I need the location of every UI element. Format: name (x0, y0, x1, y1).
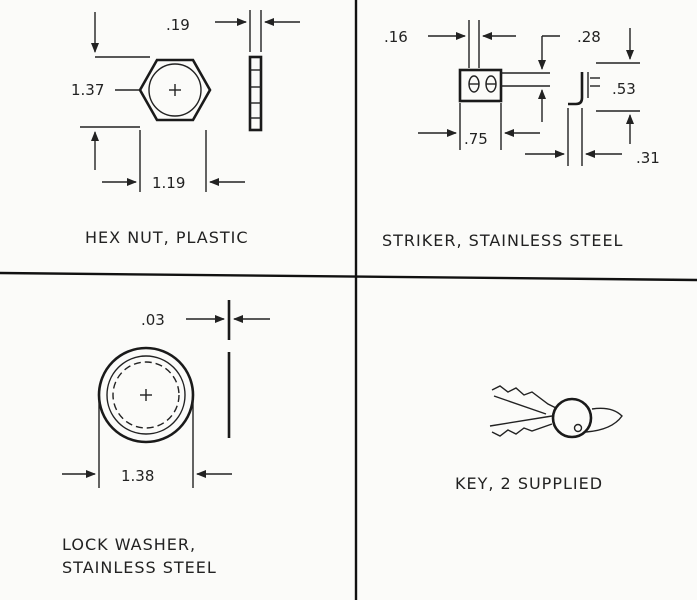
lock-washer-caption-line2: STAINLESS STEEL (62, 558, 217, 577)
striker-plate-view (458, 68, 550, 103)
lock-washer-dimension-lines (62, 315, 270, 488)
striker-dimension-lines (418, 20, 640, 166)
lock-washer-panel: .03 1.38 LOCK WASHER, STAINLESS STEEL (62, 300, 270, 577)
lock-washer-thickness-dim: .03 (141, 311, 165, 329)
key-panel: KEY, 2 SUPPLIED (455, 385, 623, 493)
hex-nut-panel: .19 1.37 1.19 HEX NUT, PLASTIC (71, 10, 300, 247)
striker-panel: .16 .28 .53 .75 .31 STRIKER, STAINLESS S… (382, 20, 660, 250)
striker-dim-d: .75 (464, 130, 488, 148)
key-caption: KEY, 2 SUPPLIED (455, 474, 603, 493)
striker-caption: STRIKER, STAINLESS STEEL (382, 231, 623, 250)
striker-dim-a: .16 (384, 28, 408, 46)
key-icon (489, 385, 623, 439)
striker-dim-b: .28 (577, 28, 601, 46)
hex-nut-side-view (248, 55, 263, 132)
hex-nut-caption: HEX NUT, PLASTIC (85, 228, 249, 247)
lock-washer-front-view (97, 346, 195, 444)
horizontal-divider (0, 271, 697, 282)
hex-nut-thickness-dim: .19 (166, 16, 190, 34)
striker-dim-c: .53 (612, 80, 636, 98)
hex-nut-front-view (138, 58, 212, 122)
lock-washer-diameter-dim: 1.38 (121, 467, 154, 485)
hex-nut-dimension-lines (80, 10, 300, 192)
hex-nut-height-dim: 1.37 (71, 81, 104, 99)
hex-nut-width-dim: 1.19 (152, 174, 185, 192)
striker-dim-e: .31 (636, 149, 660, 167)
lock-washer-caption-line1: LOCK WASHER, (62, 535, 196, 554)
striker-side-view (568, 72, 600, 106)
